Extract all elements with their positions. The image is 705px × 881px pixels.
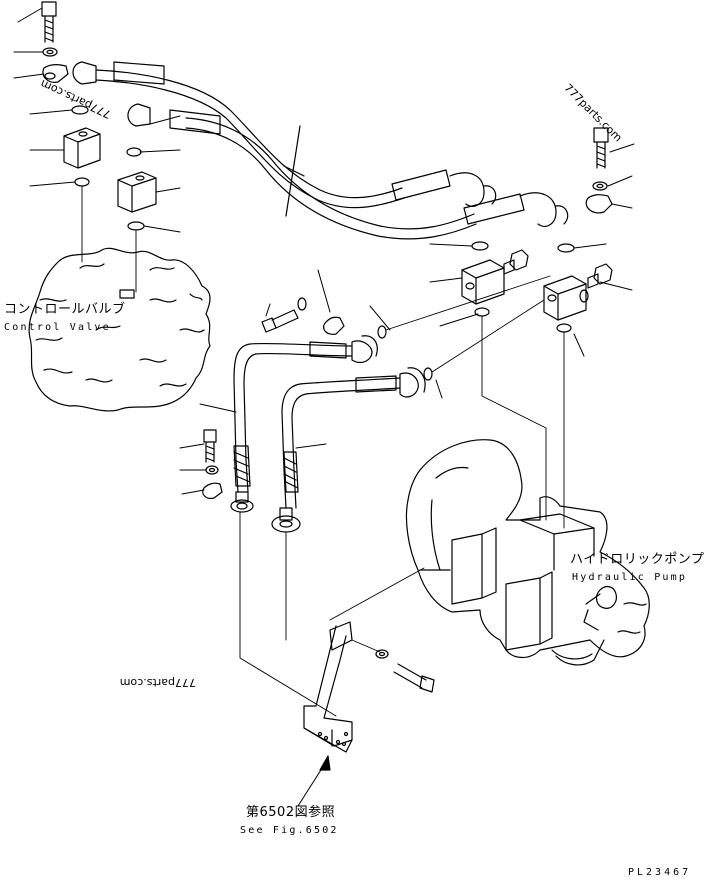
leader-lines-right <box>369 143 635 399</box>
hydraulic-pump-label-en: Hydraulic Pump <box>572 572 688 583</box>
control-valve-label-en: Control Valve <box>4 322 111 333</box>
hydraulic-pump <box>405 439 650 666</box>
fig-ref-label-jp: 第6502図参照 <box>246 805 336 820</box>
watermark-bottom: 777parts.com <box>119 676 196 689</box>
lower-left-fittings <box>179 429 223 499</box>
lower-hoses <box>199 269 426 717</box>
upper-hoses <box>72 61 569 240</box>
control-valve <box>28 247 211 412</box>
control-valve-label-jp: コントロールバルブ <box>4 302 126 317</box>
leader-lines-left <box>13 7 181 233</box>
left-fittings <box>41 1 157 293</box>
hydraulic-pump-label-jp: ハイドロリックポンプ <box>570 552 705 567</box>
fig-ref-label-en: See Fig.6502 <box>240 825 339 836</box>
bracket <box>297 567 435 807</box>
right-fittings <box>377 127 613 529</box>
drawing-code: PL23467 <box>628 867 692 878</box>
